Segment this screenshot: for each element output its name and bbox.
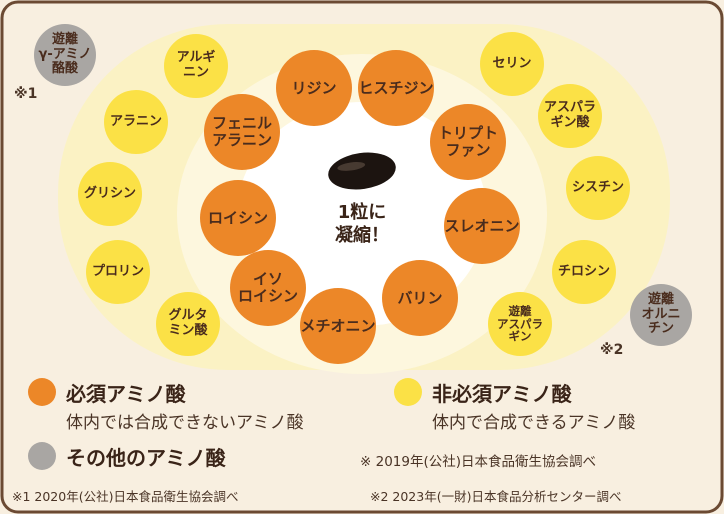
amino-nonessential-glycine: グリシン	[78, 162, 142, 226]
amino-essential-lysine: リジン	[276, 50, 352, 126]
amino-essential-tryptophan: トリプト ファン	[430, 104, 506, 180]
amino-other-free-gaba: 遊離 γ-アミノ 酪酸	[34, 24, 96, 86]
center-label: 1粒に 凝縮！	[335, 202, 389, 246]
amino-nonessential-tyrosine: チロシン	[552, 240, 616, 304]
footnote-2: ※2 2023年(一財)日本食品分析センター調べ	[370, 489, 622, 504]
legend-essential-title: 必須アミノ酸	[66, 382, 186, 406]
amino-nonessential-free-asparagine: 遊離 アスパラ ギン	[488, 292, 552, 356]
amino-essential-methionine: メチオニン	[300, 288, 376, 364]
footnote-1: ※1 2020年(公社)日本食品衛生協会調べ	[12, 489, 239, 504]
amino-essential-leucine: ロイシン	[200, 180, 276, 256]
amino-essential-isoleucine: イソ ロイシン	[230, 250, 306, 326]
legend-nonessential-swatch	[394, 378, 422, 406]
legend-source-note: ※ 2019年(公社)日本食品衛生協会調べ	[360, 454, 596, 470]
amino-essential-valine: バリン	[382, 260, 458, 336]
note-mark-1: ※1	[14, 86, 38, 102]
legend-other-swatch	[28, 442, 56, 470]
legend-nonessential-title: 非必須アミノ酸	[432, 382, 572, 406]
amino-nonessential-proline: プロリン	[86, 240, 150, 304]
amino-nonessential-aspartic-acid: アスパラ ギン酸	[538, 84, 602, 148]
amino-essential-histidine: ヒスチジン	[358, 50, 434, 126]
legend-essential-swatch	[28, 378, 56, 406]
amino-essential-phenylalanine: フェニル アラニン	[204, 94, 280, 170]
amino-nonessential-arginine: アルギ ニン	[164, 34, 228, 98]
amino-nonessential-serine: セリン	[480, 32, 544, 96]
amino-nonessential-cystine: シスチン	[566, 156, 630, 220]
legend-nonessential-desc: 体内で合成できるアミノ酸	[432, 413, 636, 433]
amino-nonessential-alanine: アラニン	[104, 90, 168, 154]
amino-other-free-ornithine: 遊離 オルニ チン	[630, 284, 692, 346]
amino-nonessential-glutamic-acid: グルタ ミン酸	[156, 292, 220, 356]
note-mark-2: ※2	[600, 342, 624, 358]
amino-essential-threonine: スレオニン	[444, 188, 520, 264]
capsule-icon	[328, 152, 396, 190]
legend-other-title: その他のアミノ酸	[66, 446, 226, 470]
legend-essential-desc: 体内では合成できないアミノ酸	[66, 413, 304, 433]
